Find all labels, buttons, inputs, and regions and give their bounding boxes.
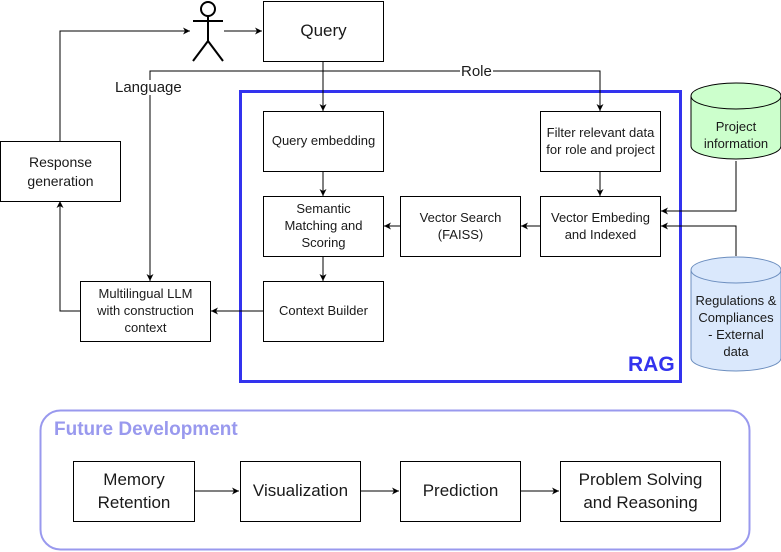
response-label-line2: generation <box>27 172 94 189</box>
future-step-problem-solving: Problem Solving and Reasoning <box>560 461 721 522</box>
vector-embed-label-line2: and Indexed <box>564 226 637 242</box>
semantic-label-line1: Semantic <box>296 201 351 217</box>
project-db-label-line1: Project <box>715 119 757 134</box>
project-db-label-line2: information <box>703 135 769 151</box>
query-label: Query <box>300 21 347 41</box>
vector-embed-label-line1: Vector Embeding <box>550 209 650 225</box>
query-node: Query <box>263 1 384 62</box>
semantic-label-line3: Scoring <box>301 234 346 250</box>
future-step-4-line1: Problem Solving <box>578 470 703 490</box>
edge-language <box>146 70 323 281</box>
future-step-memory-retention: Memory Retention <box>73 461 195 522</box>
future-step-4-line2: and Reasoning <box>583 492 698 512</box>
response-generation-node: Response generation <box>0 141 121 202</box>
edge-llm-to-response <box>56 201 80 312</box>
vector-search-label-line1: Vector Search <box>419 209 502 225</box>
multilingual-llm-node: Multilingual LLM with construction conte… <box>80 281 211 342</box>
project-db-label: Project information <box>691 119 781 153</box>
external-db-label-line1: Regulations & <box>695 293 777 308</box>
llm-label-line1: Multilingual LLM <box>98 286 193 302</box>
external-db-label-line2: Compliances <box>698 309 774 325</box>
vector-search-node: Vector Search (FAISS) <box>400 196 521 257</box>
edge-role <box>323 70 604 111</box>
future-step-3-label: Prediction <box>422 481 499 501</box>
future-step-2-label: Visualization <box>252 481 349 501</box>
external-db-label-line3: - External <box>708 326 764 342</box>
edge-response-to-actor <box>59 27 190 141</box>
future-development-container <box>39 409 751 551</box>
query-embedding-label: Query embedding <box>271 133 376 149</box>
future-development-title: Future Development <box>54 419 238 440</box>
external-db-label: Regulations & Compliances - External dat… <box>688 293 781 361</box>
rag-container <box>239 90 682 383</box>
context-builder-node: Context Builder <box>263 281 384 342</box>
vector-embedding-node: Vector Embeding and Indexed <box>540 196 661 257</box>
future-step-visualization: Visualization <box>240 461 361 522</box>
edge-external-db-to-vector-embed <box>661 222 737 256</box>
edge-project-db-to-vector-embed <box>661 161 737 215</box>
future-step-1-line2: Retention <box>97 492 171 512</box>
query-embedding-node: Query embedding <box>263 111 384 172</box>
filter-label-line2: for role and project <box>546 141 655 157</box>
language-edge-label: Language <box>114 79 183 96</box>
vector-search-label-line2: (FAISS) <box>437 226 484 242</box>
llm-label-line2: with construction <box>97 303 194 319</box>
semantic-label-line2: Matching and <box>284 218 363 234</box>
filter-node: Filter relevant data for role and projec… <box>540 111 661 172</box>
person-icon <box>192 1 224 62</box>
project-information-database <box>690 82 781 160</box>
external-db-label-line4: data <box>723 343 749 359</box>
response-label-line1: Response <box>28 154 93 171</box>
role-edge-label: Role <box>460 63 493 80</box>
llm-label-line3: context <box>124 319 167 335</box>
future-step-prediction: Prediction <box>400 461 521 522</box>
filter-label-line1: Filter relevant data <box>546 124 655 140</box>
future-step-1-line1: Memory <box>103 470 165 490</box>
external-data-database <box>690 256 781 372</box>
context-builder-label: Context Builder <box>279 303 368 319</box>
rag-title: RAG <box>628 353 675 376</box>
semantic-matching-node: Semantic Matching and Scoring <box>263 196 384 257</box>
